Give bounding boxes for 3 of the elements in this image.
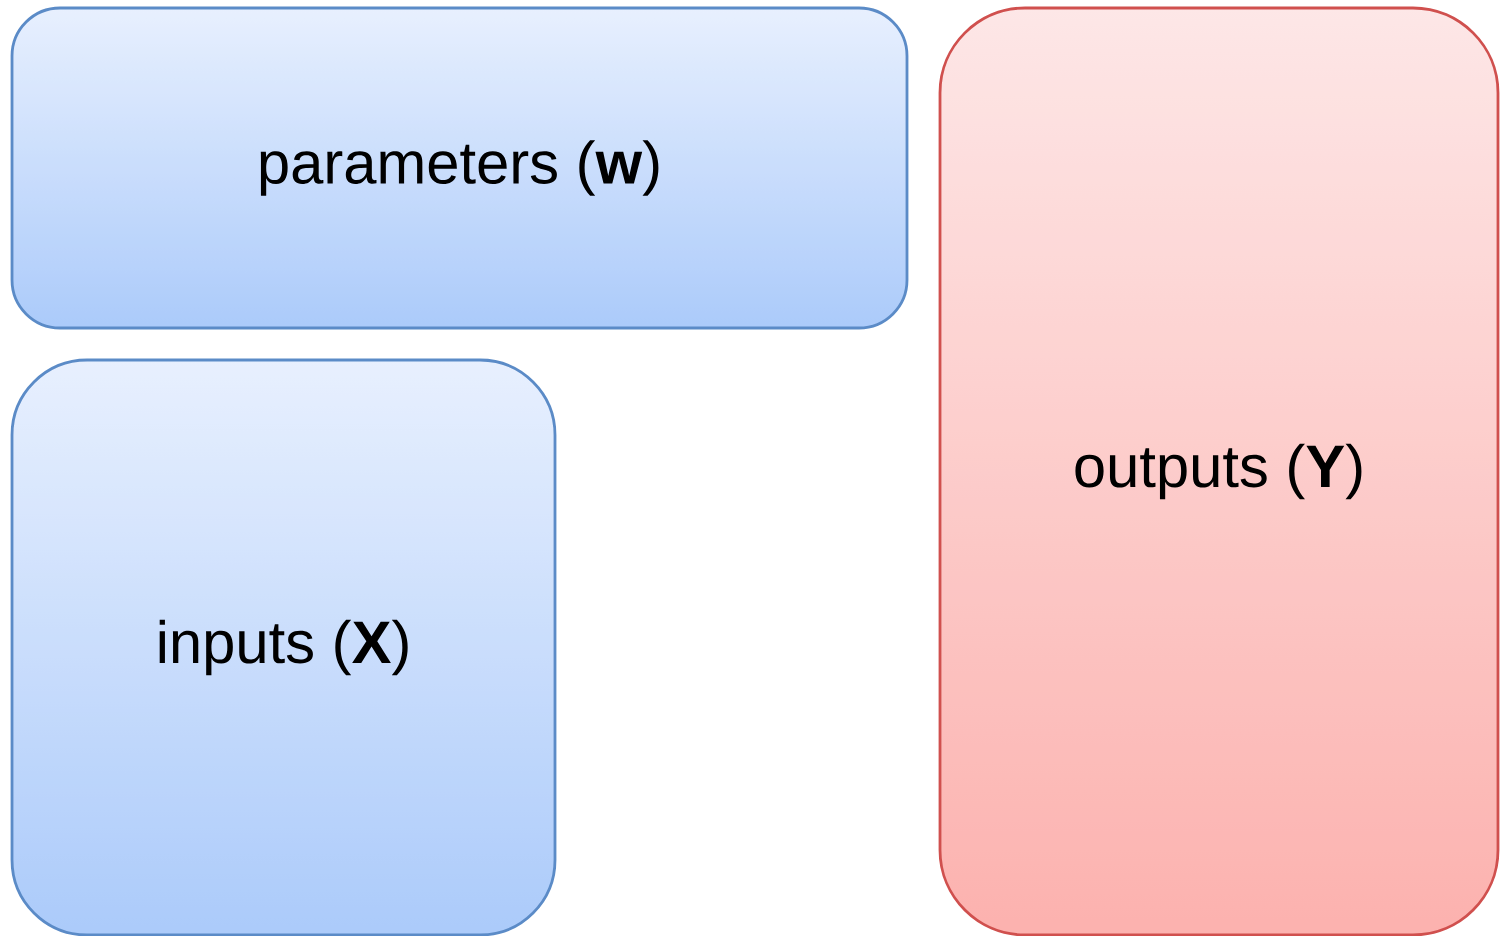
rounded-box: parameters (w) (10, 6, 909, 330)
rounded-box: outputs (Y) (938, 6, 1500, 936)
rounded-box: inputs (X) (10, 358, 557, 936)
